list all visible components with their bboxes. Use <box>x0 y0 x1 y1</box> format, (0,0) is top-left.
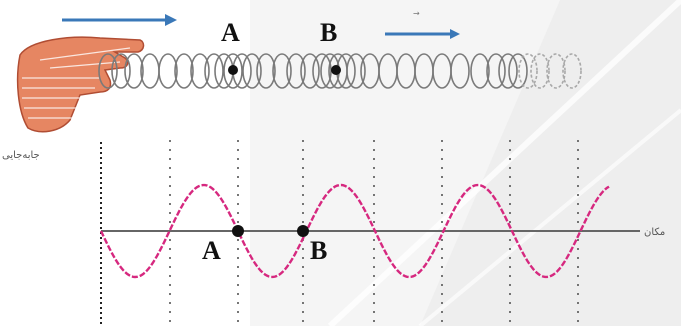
spring-label-b: B <box>320 18 337 47</box>
spring-point-b <box>331 65 341 75</box>
horizontal-axis-label: مکان <box>644 227 665 238</box>
background-panels <box>250 0 681 326</box>
wave-label-a: A <box>202 236 221 265</box>
spring-point-a <box>228 65 238 75</box>
wave-label-b: B <box>310 236 327 265</box>
hand-icon <box>18 37 144 132</box>
vertical-axis-label: جابه‌جایی <box>2 150 40 161</box>
spring-coil <box>205 54 223 88</box>
wave-point-a <box>232 225 244 237</box>
spring-label-a: A <box>221 18 240 47</box>
arrow-icon <box>62 14 177 26</box>
svg-text:→: → <box>413 9 420 18</box>
wave-point-b <box>297 225 309 237</box>
